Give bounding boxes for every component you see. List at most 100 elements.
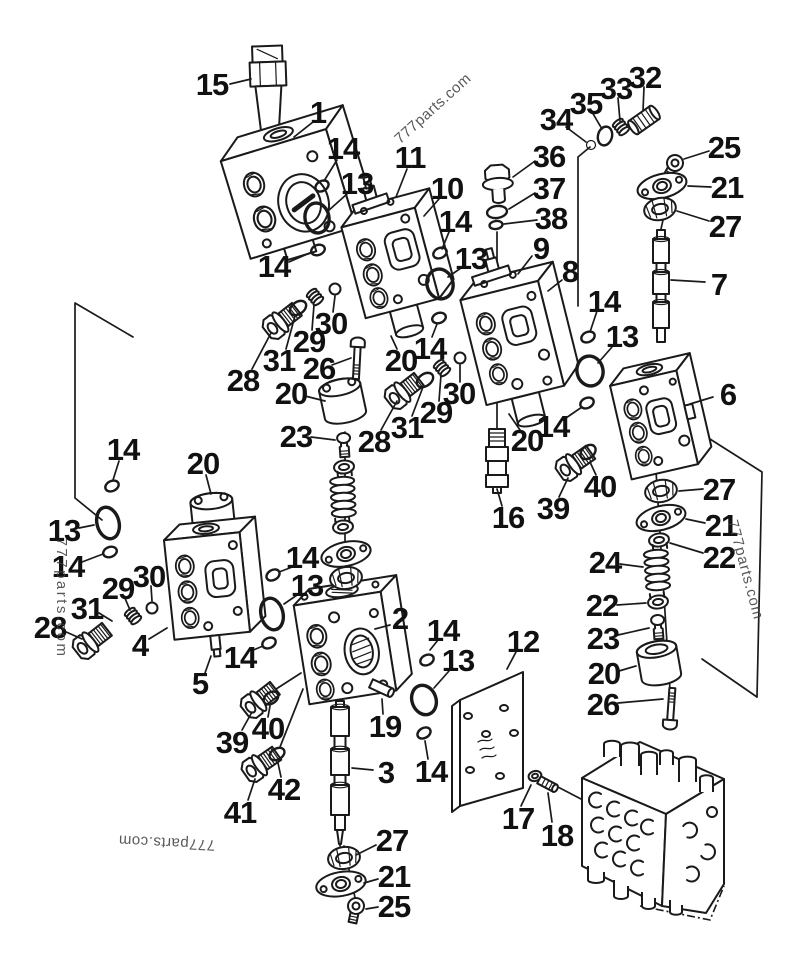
leader-line-27: [676, 210, 710, 222]
callout-20: 20: [588, 656, 620, 691]
leader-line-14: [250, 645, 264, 652]
callout-20: 20: [275, 376, 307, 411]
leader-line-14: [278, 565, 296, 573]
callout-39: 39: [216, 725, 249, 760]
callout-37: 37: [533, 171, 565, 206]
leader-line-22: [669, 542, 704, 554]
callout-29: 29: [102, 571, 135, 606]
leader-line-28: [380, 400, 398, 431]
callout-33: 33: [600, 71, 633, 106]
leader-line-14: [431, 323, 438, 338]
spring-33: [610, 116, 632, 138]
o-ring-14: [580, 330, 596, 344]
leader-line-15: [229, 78, 252, 85]
callout-8: 8: [562, 254, 579, 289]
leader-line-14: [562, 406, 583, 421]
leader-line-40: [589, 461, 597, 476]
leader-line-3: [351, 767, 374, 771]
o-ring-13: [258, 596, 286, 632]
screw-23-middle: [335, 431, 353, 459]
plug-36: [481, 163, 514, 204]
callout-3: 3: [378, 755, 395, 790]
ball-30-a: [328, 282, 342, 296]
callout-13: 13: [341, 166, 374, 201]
callout-34: 34: [540, 102, 574, 137]
spring-29-c: [122, 605, 144, 627]
leader-line-13: [283, 592, 301, 605]
callout-2: 2: [392, 601, 408, 636]
leader-line-14: [441, 231, 450, 250]
callout-30: 30: [443, 376, 475, 411]
callout-17: 17: [502, 801, 534, 836]
seat-22-mid-lower: [331, 516, 355, 536]
leader-line-21: [363, 878, 379, 884]
leader-line-18: [547, 792, 553, 823]
ring-34: [585, 139, 597, 151]
valve-body-2: [292, 574, 413, 706]
callout-30: 30: [315, 306, 347, 341]
pin-18: [536, 775, 559, 793]
o-ring-31: [415, 371, 435, 389]
spool-3: [330, 700, 350, 845]
callout-15: 15: [196, 67, 229, 102]
leader-line-29: [311, 304, 315, 331]
leader-line-25: [683, 150, 710, 160]
leader-line-23: [310, 436, 336, 441]
callout-7: 7: [711, 267, 727, 302]
leader-line-13: [327, 193, 348, 212]
leader-line-20: [304, 395, 326, 402]
leader-line-31: [285, 315, 296, 350]
o-ring-40: [579, 443, 597, 461]
leader-line-1: [293, 121, 314, 138]
leader-line-27: [355, 844, 377, 856]
screw-23-right: [649, 613, 667, 641]
leader-line-14: [112, 460, 120, 481]
callout-13: 13: [291, 568, 324, 603]
leader-line-25: [365, 906, 379, 910]
leader-line-12: [506, 651, 517, 670]
callout-6: 6: [720, 377, 737, 412]
leader-line-37: [508, 192, 536, 210]
callout-1: 1: [310, 95, 327, 130]
leader-line-20: [390, 335, 398, 350]
flange-21-middle: [318, 536, 374, 572]
leader-line-14: [424, 740, 429, 760]
callout-14: 14: [588, 284, 622, 319]
leader-line-13: [597, 346, 613, 364]
watermark-text-2: 777parts.com: [53, 538, 70, 659]
callout-31: 31: [263, 343, 296, 378]
callout-32: 32: [629, 60, 661, 95]
callout-14: 14: [327, 131, 361, 166]
callout-14: 14: [224, 640, 258, 675]
callout-40: 40: [584, 469, 616, 504]
valve-body-6: [609, 352, 713, 481]
o-ring-13: [303, 201, 331, 235]
callout-31: 31: [71, 591, 104, 626]
spring-24-middle: [328, 475, 358, 519]
o-ring-31: [288, 299, 308, 317]
leader-line-26: [331, 357, 352, 366]
leader-line-32: [642, 86, 645, 112]
callout-28: 28: [227, 363, 260, 398]
leader-line-34: [565, 126, 587, 143]
callout-42: 42: [268, 772, 300, 807]
callout-22: 22: [586, 588, 618, 623]
relief-valve-16: [485, 428, 509, 494]
leader-line-31: [411, 386, 424, 417]
leader-line-35: [591, 111, 603, 130]
o-ring-13: [409, 683, 439, 717]
o-ring-14: [416, 726, 432, 740]
spring-29-a: [304, 286, 326, 308]
watermark-text-1: 777parts.com: [391, 70, 474, 147]
o-ring-14: [579, 396, 595, 410]
callout-23: 23: [587, 621, 620, 656]
o-ring-14: [314, 179, 330, 193]
callout-21: 21: [711, 170, 744, 205]
callout-29: 29: [420, 395, 453, 430]
leader-line-30: [332, 295, 336, 313]
callout-14: 14: [415, 754, 449, 789]
callout-14: 14: [427, 613, 461, 648]
o-ring-14: [261, 636, 277, 650]
leader-line-20: [618, 665, 637, 672]
